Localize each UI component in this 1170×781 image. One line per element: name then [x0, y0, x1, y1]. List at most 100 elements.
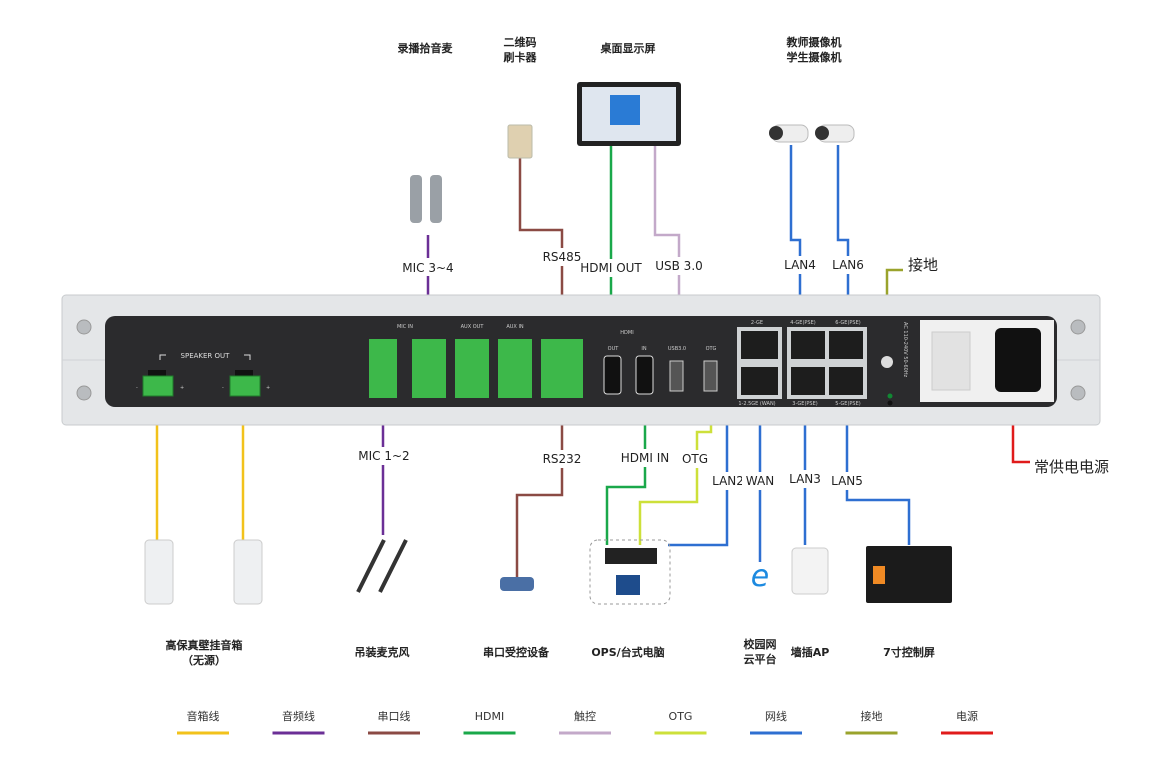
hanging-mics-bottom [356, 539, 408, 593]
lan-port-6[interactable] [829, 331, 863, 359]
label-speaker-1: 高保真壁挂音箱 [166, 638, 243, 652]
bottom-labels: 高保真壁挂音箱 （无源） 吊装麦克风 串口受控设备 OPS/台式电脑 校园网 云… [166, 637, 935, 667]
usb3-port[interactable] [669, 360, 684, 392]
hdmi-in-port-label: IN [641, 346, 646, 352]
label-wall-ap: 墙插AP [791, 645, 830, 659]
rs232-cable [515, 400, 564, 578]
svg-text:+: + [266, 385, 270, 391]
lan-port-5[interactable] [829, 367, 863, 395]
aux-out-terminal[interactable] [455, 339, 489, 398]
label-speaker-2: （无源） [182, 653, 226, 667]
svg-text:-: - [136, 385, 138, 391]
label-wan: WAN [746, 474, 774, 488]
label-desktop-screen: 桌面显示屏 [600, 41, 656, 55]
label-ground: 接地 [908, 256, 938, 274]
top-labels: 录播拾音麦 二维码 刷卡器 桌面显示屏 教师摄像机 学生摄像机 [398, 35, 842, 64]
mic12-terminal[interactable] [369, 339, 397, 398]
ie-cloud-icon: e [751, 559, 769, 594]
ops-pc [589, 539, 671, 605]
main-device: SPEAKER OUT -+ -+ MIC IN AUX OUT AUX IN … [61, 294, 1101, 426]
label-rs485: RS485 [543, 250, 582, 264]
serial-terminal[interactable] [541, 339, 583, 398]
power-rating: AC 110-240V 50-60Hz [902, 322, 908, 378]
wall-speakers [144, 539, 263, 605]
legend-label: 串口线 [378, 709, 411, 723]
lan5-cable [845, 400, 911, 545]
usb-port-label: USB3.0 [668, 346, 686, 352]
speaker-port-1[interactable] [142, 370, 174, 397]
port-4ge-label: 4-GE(PSE) [790, 320, 816, 326]
serial-device [500, 577, 534, 591]
label-usb3: USB 3.0 [655, 259, 703, 273]
label-mic34: MIC 3~4 [402, 261, 453, 275]
svg-text:-: - [222, 385, 224, 391]
power-socket[interactable] [995, 328, 1041, 392]
lan-port-4[interactable] [791, 331, 825, 359]
label-power: 常供电电源 [1034, 458, 1109, 476]
wall-ap [791, 547, 829, 595]
label-lan5: LAN5 [831, 474, 863, 488]
label-camera-1: 教师摄像机 [786, 35, 842, 49]
control-screen-7inch [866, 546, 952, 603]
hanging-mics-top [410, 175, 442, 223]
cameras [769, 124, 855, 143]
label-camera-2: 学生摄像机 [787, 50, 842, 64]
legend-label: 音箱线 [187, 709, 220, 723]
power-switch[interactable] [931, 331, 971, 391]
desktop-display [577, 82, 681, 146]
hdmi-in-port[interactable] [635, 355, 654, 395]
label-hanging-mic: 吊装麦克风 [355, 645, 410, 659]
cable-labels: MIC 3~4 MIC 1~2 RS485 RS232 HDMI OUT USB… [356, 248, 1109, 490]
lan-port-3[interactable] [791, 367, 825, 395]
lan4-cable [789, 145, 802, 318]
aux-in-label: AUX IN [506, 324, 524, 330]
aux-out-label: AUX OUT [461, 324, 485, 330]
lan6-cable [836, 145, 850, 318]
port-3ge-label: 3-GE(PSE) [792, 401, 818, 407]
hdmi-out-port-label: OUT [608, 346, 620, 352]
label-campus-2: 云平台 [744, 652, 777, 666]
aux-in-terminal[interactable] [498, 339, 532, 398]
label-mic12: MIC 1~2 [358, 449, 409, 463]
legend-label: 触控 [574, 709, 596, 723]
otg-port-label: OTG [706, 346, 717, 352]
mic34-terminal[interactable] [412, 339, 446, 398]
label-control-screen: 7寸控制屏 [883, 645, 935, 659]
label-lan3: LAN3 [789, 472, 821, 486]
label-lan2: LAN2 [712, 474, 744, 488]
svg-text:+: + [180, 385, 184, 391]
ground-screw[interactable] [881, 356, 893, 368]
legend-label: 网线 [765, 709, 787, 723]
label-serial-device: 串口受控设备 [483, 645, 550, 659]
qr-card-reader [507, 124, 533, 159]
otg-port[interactable] [703, 360, 718, 392]
legend-label: 电源 [956, 709, 978, 723]
label-hdmi-out: HDMI OUT [580, 261, 642, 275]
port-wan-label: 1-2.5GE (WAN) [738, 401, 775, 407]
lan-port-2[interactable] [741, 331, 778, 359]
label-qr-1: 二维码 [504, 35, 537, 49]
speaker-port-2[interactable] [229, 370, 261, 397]
label-lan4: LAN4 [784, 258, 816, 272]
label-campus-1: 校园网 [744, 637, 777, 651]
rs485-cable [518, 158, 564, 312]
hdmi-in-cable [605, 398, 647, 545]
hdmi-label: HDMI [620, 330, 633, 336]
label-hdmi-in: HDMI IN [621, 451, 670, 465]
port-6ge-label: 6-GE(PSE) [835, 320, 861, 326]
label-otg: OTG [682, 452, 708, 466]
legend-label: OTG [669, 710, 693, 723]
usb3-cable [653, 145, 681, 315]
legend-label: 接地 [861, 710, 883, 723]
label-ops: OPS/台式电脑 [591, 645, 664, 659]
legend-label: HDMI [475, 710, 504, 723]
label-rs232: RS232 [543, 452, 582, 466]
hdmi-out-port[interactable] [603, 355, 622, 395]
port-2ge-label: 2-GE [751, 320, 763, 326]
port-5ge-label: 5-GE(PSE) [835, 401, 861, 407]
label-mic-pickup: 录播拾音麦 [398, 41, 454, 55]
lan-port-1-wan[interactable] [741, 367, 778, 395]
